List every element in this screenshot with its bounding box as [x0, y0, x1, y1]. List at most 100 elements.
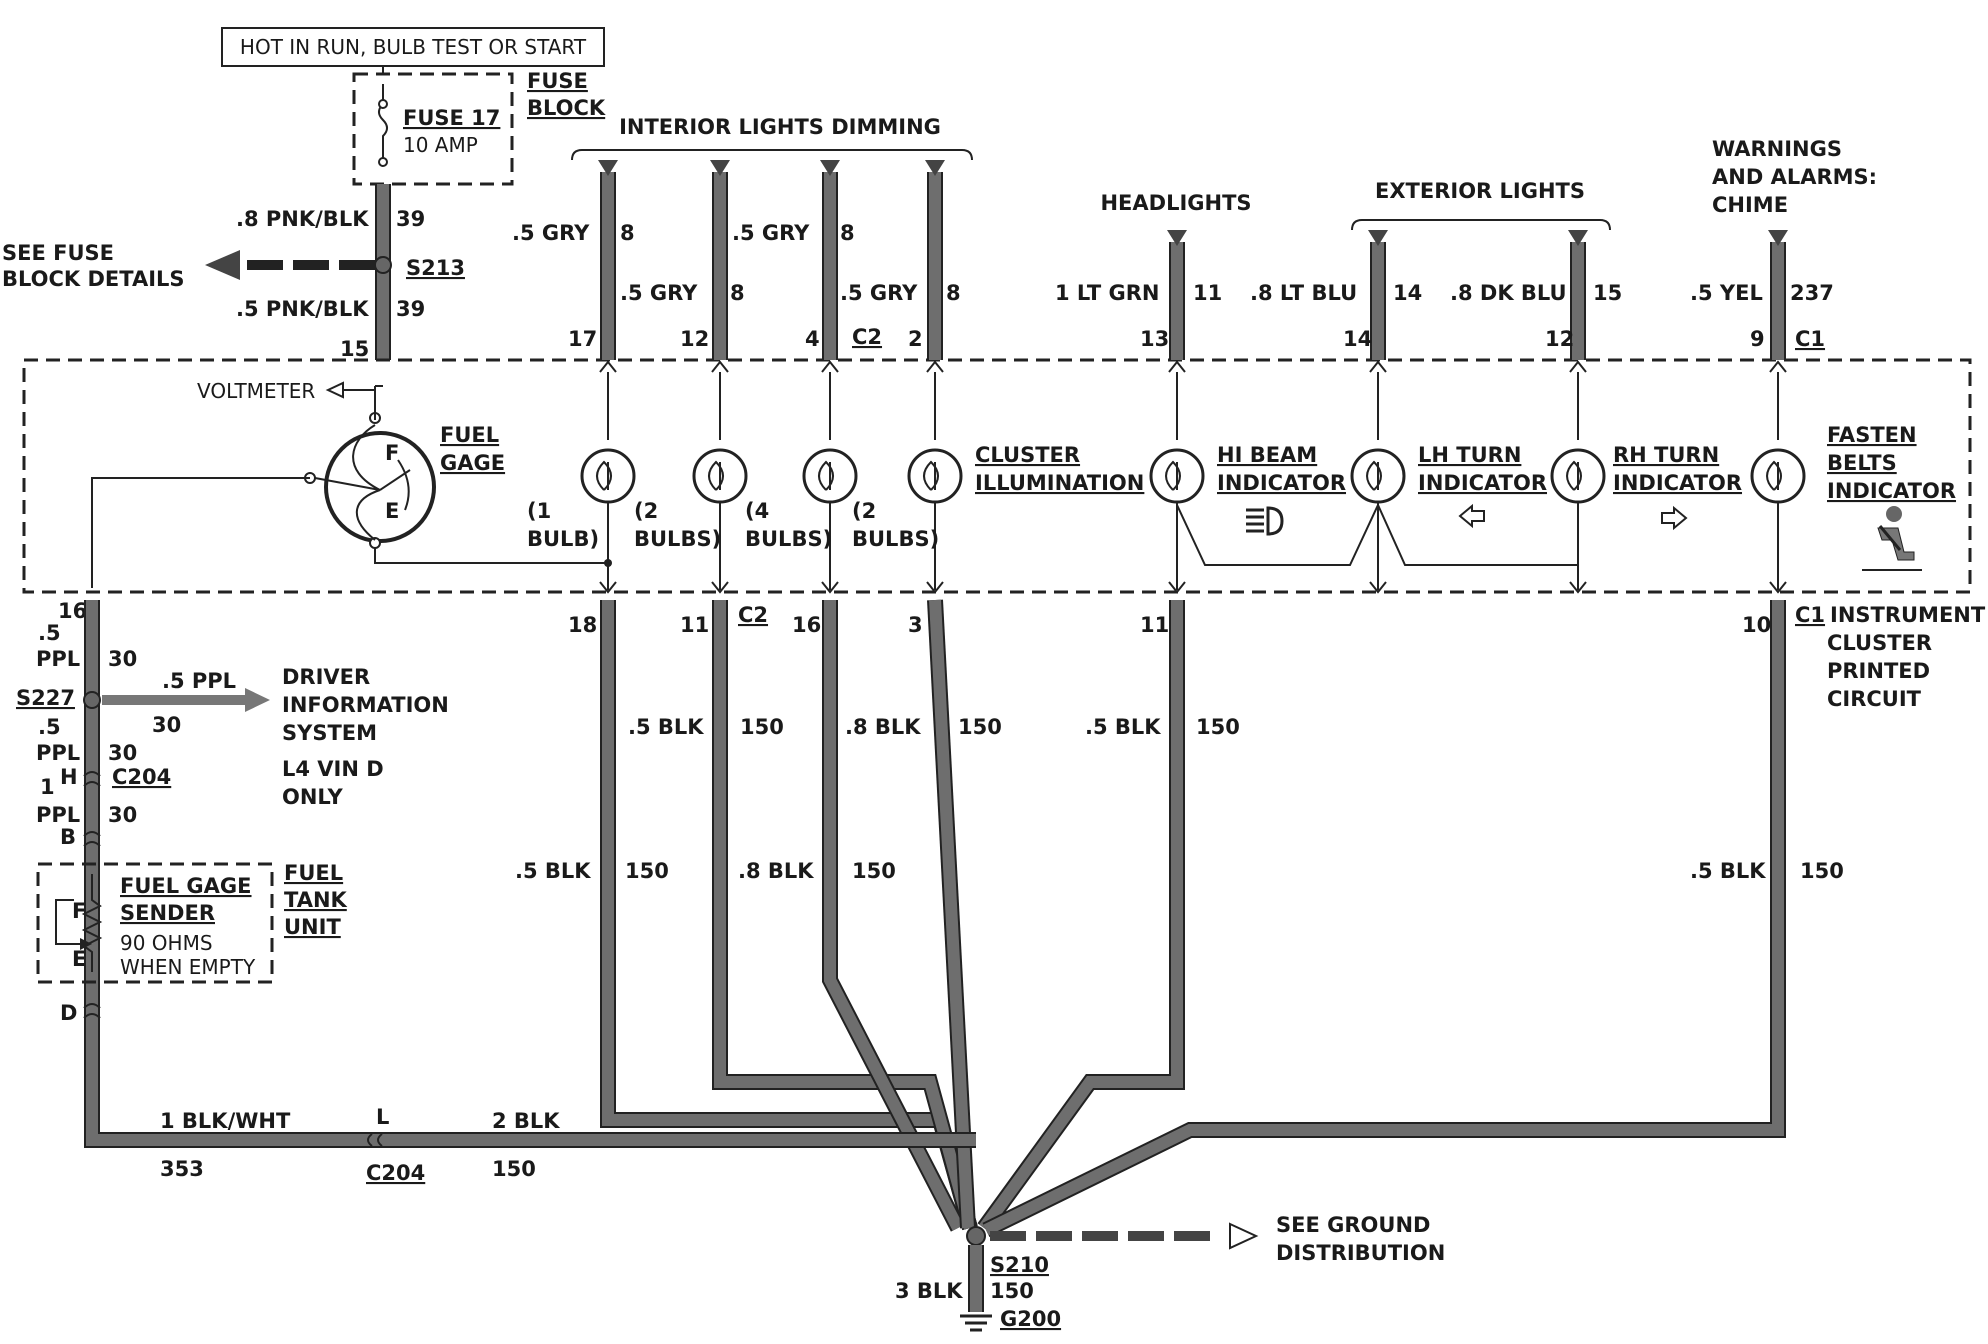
lh-turn-label-2: INDICATOR — [1418, 471, 1547, 495]
belts-label-1: FASTEN — [1827, 423, 1917, 447]
ic-label-3: PRINTED — [1827, 659, 1930, 683]
wire-ltgrn: 1 LT GRN — [1055, 281, 1159, 305]
wire-yel: .5 YEL — [1690, 281, 1763, 305]
ground-wire-11b — [979, 600, 1183, 1232]
bulb1-count-a: (1 — [527, 499, 551, 523]
gage-e: E — [385, 499, 399, 523]
rh-turn-label-2: INDICATOR — [1613, 471, 1742, 495]
sender-e: E — [72, 947, 86, 971]
pin-13: 13 — [1140, 327, 1169, 351]
ground-wire-10 — [983, 600, 1784, 1236]
ground-g200: G200 — [1000, 1307, 1061, 1331]
sender-spec-2: WHEN EMPTY — [120, 955, 256, 979]
wire-blk-c: .5 BLK — [1085, 715, 1161, 739]
bulb2-count-b: BULBS) — [634, 527, 721, 551]
pin-c1-top: C1 — [1795, 327, 1825, 351]
connector-c204-b: C204 — [366, 1161, 425, 1185]
wire-blkwht-num: 353 — [160, 1157, 204, 1181]
voltmeter-label: VOLTMETER — [197, 379, 315, 403]
wire-input-arrow-lh-turn — [1368, 230, 1388, 246]
wire-dkblu: .8 DK BLU — [1450, 281, 1567, 305]
group-warnings-3: CHIME — [1712, 193, 1788, 217]
wire-gry1: .5 GRY — [512, 221, 590, 245]
dis-line2: INFORMATION — [282, 693, 449, 717]
ground-dist-1: SEE GROUND — [1276, 1213, 1430, 1237]
splice-s210 — [966, 1226, 986, 1246]
wire-blk2: 2 BLK — [492, 1109, 560, 1133]
fuel-gage-symbol — [324, 431, 436, 543]
wire-blk-c-num: 150 — [1196, 715, 1240, 739]
arrow-to-fuse-details — [205, 250, 240, 280]
wire-ppl-c-num: 30 — [108, 803, 137, 827]
wire-num-pnk-top: 39 — [396, 207, 425, 231]
wire-ppl-ground-path — [86, 600, 976, 1146]
pin-9: 9 — [1750, 327, 1765, 351]
cluster-illumination-1: CLUSTER — [975, 443, 1080, 467]
wire-gry1-num: 8 — [620, 221, 635, 245]
fuel-gage-label-1: FUEL — [440, 423, 499, 447]
fuse-rating: 10 AMP — [403, 133, 478, 157]
wire-blk-d-num: 150 — [625, 859, 669, 883]
connector-h: H — [60, 765, 78, 789]
wire-gry2: .5 GRY — [620, 281, 698, 305]
sender-f: F — [72, 899, 86, 923]
wire-gry4-num: 8 — [946, 281, 961, 305]
bulb4-count-b: BULBS) — [852, 527, 939, 551]
wire-blk-f-num: 150 — [1800, 859, 1844, 883]
fuel-gage-label-2: GAGE — [440, 451, 505, 475]
dis-line1: DRIVER — [282, 665, 370, 689]
rh-turn-arrow-icon — [1661, 505, 1688, 531]
wire-gry3: .5 GRY — [732, 221, 810, 245]
connector-l: L — [376, 1105, 389, 1129]
pin-16b: 16 — [792, 613, 821, 637]
bulb2-count-a: (2 — [634, 499, 658, 523]
wire-gry4: .5 GRY — [840, 281, 918, 305]
see-fuse-line2: BLOCK DETAILS — [2, 267, 185, 291]
fuse-block-label-1: FUSE — [527, 69, 588, 93]
belts-label-2: BELTS — [1827, 451, 1897, 475]
hi-beam-label-1: HI BEAM — [1217, 443, 1317, 467]
wire-blk2-num: 150 — [492, 1157, 536, 1181]
fuel-tank-unit-box — [36, 862, 274, 984]
connector-c204-a: C204 — [112, 765, 171, 789]
pin-17: 17 — [568, 327, 597, 351]
ground-wire-11a — [714, 600, 976, 1230]
lh-turn-arrow-icon — [1458, 503, 1485, 529]
wire-ppl-b-num: 30 — [108, 741, 137, 765]
wire-blk-b: .8 BLK — [845, 715, 921, 739]
bulb1-count-b: BULB) — [527, 527, 599, 551]
wire-input-arrow-fasten-belts — [1768, 230, 1788, 246]
pin-c2-bottom: C2 — [738, 603, 768, 627]
pin-c2-top: C2 — [852, 325, 882, 349]
splice-s213 — [374, 256, 392, 274]
wire-blk-e: .8 BLK — [738, 859, 814, 883]
wire-blk-d: .5 BLK — [515, 859, 591, 883]
cluster-illumination-2: ILLUMINATION — [975, 471, 1144, 495]
fuse-name: FUSE 17 — [403, 106, 500, 130]
wire-input-arrow-interior-4 — [925, 160, 945, 176]
rh-turn-label-1: RH TURN — [1613, 443, 1719, 467]
hi-beam-label-2: INDICATOR — [1217, 471, 1346, 495]
fuel-tank-unit-3: UNIT — [284, 915, 341, 939]
wire-input-arrow-interior-2 — [710, 160, 730, 176]
pin-4: 4 — [805, 327, 820, 351]
belts-label-3: INDICATOR — [1827, 479, 1956, 503]
fuel-tank-unit-1: FUEL — [284, 861, 343, 885]
pin-2: 2 — [908, 327, 923, 351]
see-fuse-line1: SEE FUSE — [2, 241, 114, 265]
wire-input-arrow-rh-turn — [1568, 230, 1588, 246]
pin-3: 3 — [908, 613, 923, 637]
pin-15: 15 — [340, 337, 369, 361]
ic-label-2: CLUSTER — [1827, 631, 1932, 655]
wire-ppl-a-num: 30 — [108, 647, 137, 671]
pin-12b: 12 — [1545, 327, 1574, 351]
splice-s210-label: S210 — [990, 1253, 1049, 1277]
instrument-cluster-box — [22, 358, 1972, 594]
pin-11b: 11 — [1140, 613, 1169, 637]
wire-input-arrow-hi-beam — [1167, 230, 1187, 246]
wire-input-arrow-interior-3 — [820, 160, 840, 176]
pin-18: 18 — [568, 613, 597, 637]
ic-label-4: CIRCUIT — [1827, 687, 1922, 711]
